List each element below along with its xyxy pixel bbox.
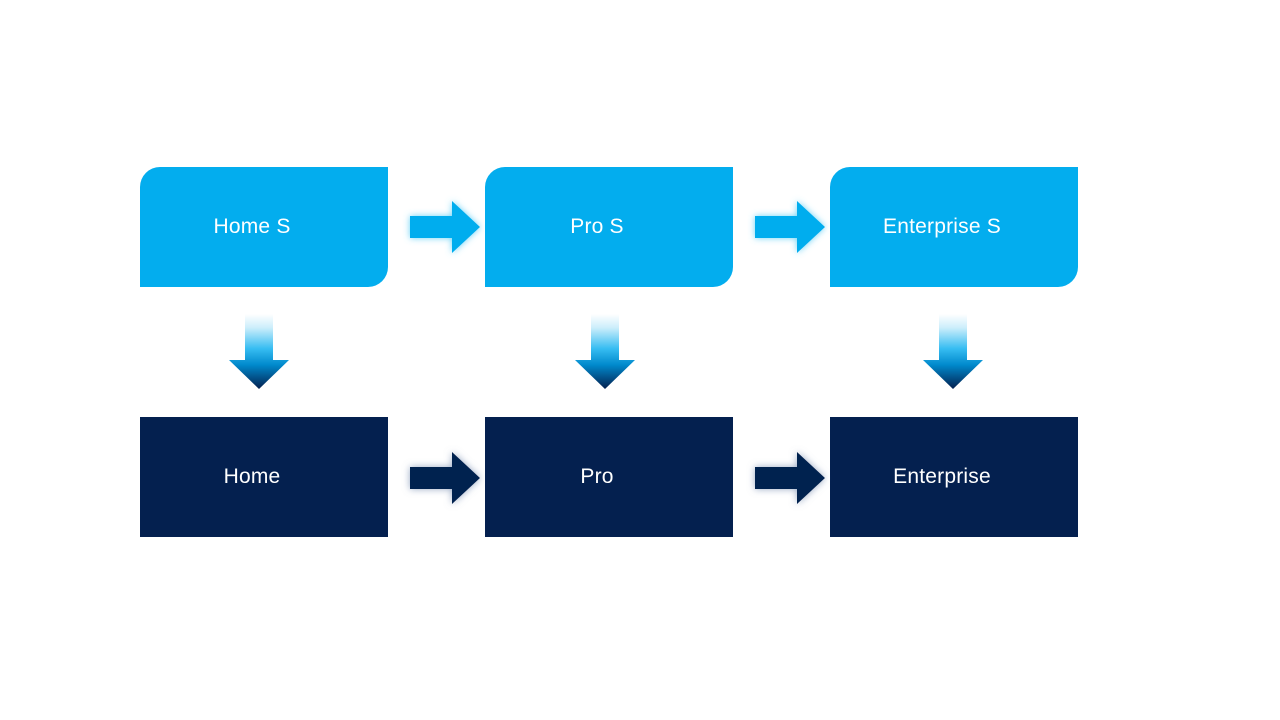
arrow-right-pro-to-enterprise: [749, 447, 829, 509]
process-node-pro[interactable]: Pro: [485, 417, 733, 537]
arrow-right-pro-s-to-enterprise-s: [749, 196, 829, 258]
process-node-label: Enterprise S: [883, 215, 1001, 239]
arrow-right-home-to-pro: [404, 447, 484, 509]
process-node-home[interactable]: Home: [140, 417, 388, 537]
process-node-enterprise[interactable]: Enterprise: [830, 417, 1078, 537]
arrow-down-home-s-to-home: [228, 314, 290, 390]
process-node-label: Home S: [213, 215, 291, 239]
process-node-pro-s[interactable]: Pro S: [485, 167, 733, 287]
process-node-label: Pro: [580, 465, 614, 489]
arrow-down-pro-s-to-pro: [574, 314, 636, 390]
process-node-label: Pro S: [570, 215, 624, 239]
process-node-label: Home: [223, 465, 281, 489]
arrow-right-home-s-to-pro-s: [404, 196, 484, 258]
process-node-enterprise-s[interactable]: Enterprise S: [830, 167, 1078, 287]
arrow-down-enterprise-s-to-enterprise: [922, 314, 984, 390]
process-node-label: Enterprise: [893, 465, 991, 489]
process-node-home-s[interactable]: Home S: [140, 167, 388, 287]
